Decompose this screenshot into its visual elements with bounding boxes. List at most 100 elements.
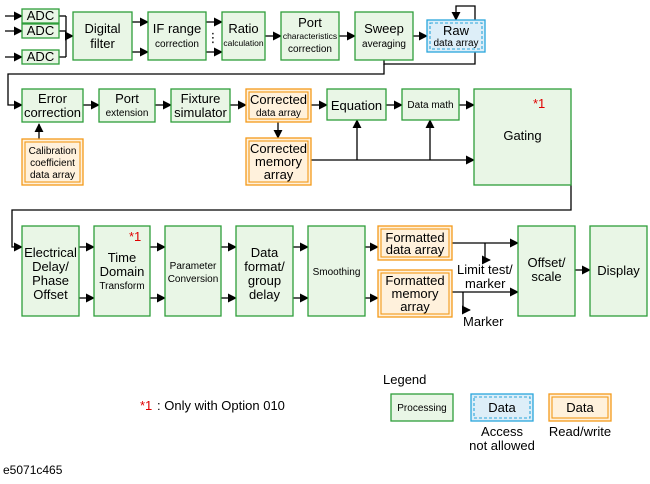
svg-text:memory: memory <box>255 154 302 169</box>
svg-text:coefficient: coefficient <box>30 158 75 169</box>
equation-block: Equation <box>326 88 387 121</box>
svg-text:Time: Time <box>108 250 136 265</box>
svg-text:array: array <box>400 299 430 314</box>
fixture-simulator-block: Fixture simulator <box>170 88 231 123</box>
if-range-correction-block: IF range correction <box>147 11 207 61</box>
offset-scale-block: Offset/ scale <box>517 225 576 317</box>
error-correction-block: Error correction <box>21 88 84 123</box>
svg-text:Equation: Equation <box>331 98 382 113</box>
svg-text:Formatted: Formatted <box>385 273 444 288</box>
svg-text:format/: format/ <box>244 259 285 274</box>
legend-processing: Processing <box>390 393 454 422</box>
svg-text:data array: data array <box>433 38 478 49</box>
svg-text:group: group <box>248 273 281 288</box>
svg-text:data array: data array <box>386 242 445 257</box>
footnote-text: : Only with Option 010 <box>157 398 285 413</box>
parameter-conversion-block: Parameter Conversion <box>164 225 222 317</box>
svg-text:simulator: simulator <box>174 105 227 120</box>
data-math-block: Data math <box>401 88 460 121</box>
port-characteristics-block: Port characteristics correction <box>280 11 340 61</box>
svg-text:Offset: Offset <box>33 287 68 302</box>
svg-text:Corrected: Corrected <box>250 92 307 107</box>
electrical-delay-block: Electrical Delay/ Phase Offset <box>21 225 80 317</box>
svg-text:Access: Access <box>481 424 523 439</box>
svg-text:Data: Data <box>488 400 516 415</box>
svg-text:Error: Error <box>38 91 68 106</box>
svg-text:Delay/: Delay/ <box>32 259 69 274</box>
ratio-calculation-block: Ratio calculation <box>221 11 266 61</box>
gating-option-note: *1 <box>533 96 545 111</box>
svg-text:data array: data array <box>30 170 75 181</box>
svg-text:Raw: Raw <box>443 23 470 38</box>
svg-text:IF range: IF range <box>153 21 201 36</box>
svg-text:calculation: calculation <box>223 38 263 48</box>
svg-text:Data math: Data math <box>407 100 453 111</box>
figure-id: e5071c465 <box>3 463 63 477</box>
svg-text:Fixture: Fixture <box>181 91 221 106</box>
svg-text:Data: Data <box>251 245 279 260</box>
adc-label-1: ADC <box>27 8 54 23</box>
svg-text:scale: scale <box>531 269 561 284</box>
svg-text:Corrected: Corrected <box>250 141 307 156</box>
svg-text:Offset/: Offset/ <box>527 255 565 270</box>
port-extension-block: Port extension <box>98 88 156 123</box>
legend-access-not-allowed: Data Access not allowed <box>469 393 535 453</box>
svg-text:Gating: Gating <box>503 128 541 143</box>
data-format-block: Data format/ group delay <box>235 225 294 317</box>
limit-test-label: Limit test/ <box>457 262 513 277</box>
marker-label: Marker <box>463 314 504 329</box>
svg-text:Display: Display <box>597 263 640 278</box>
svg-text:Phase: Phase <box>32 273 69 288</box>
svg-text:Digital: Digital <box>84 21 120 36</box>
svg-text:Parameter: Parameter <box>170 261 217 272</box>
svg-text:filter: filter <box>90 36 115 51</box>
svg-text:Ratio: Ratio <box>228 21 258 36</box>
raw-data-array-block: Raw data array <box>426 19 486 53</box>
svg-text:characteristics: characteristics <box>283 31 337 41</box>
adc-block-3: ADC <box>21 49 60 65</box>
svg-text:Port: Port <box>115 91 139 106</box>
svg-text:Smoothing: Smoothing <box>313 267 361 278</box>
adc-label-2: ADC <box>27 23 54 38</box>
svg-text:Processing: Processing <box>397 403 446 414</box>
svg-text:Transform: Transform <box>99 281 144 292</box>
svg-text:Conversion: Conversion <box>168 274 219 285</box>
corrected-data-array-block: Corrected data array <box>245 88 312 123</box>
svg-text:Port: Port <box>298 15 322 30</box>
limit-test-marker-label: marker <box>465 276 506 291</box>
svg-text:memory: memory <box>392 286 439 301</box>
svg-text:correction: correction <box>288 44 332 55</box>
corrected-memory-array-block: Corrected memory array <box>245 137 312 186</box>
adc-label-3: ADC <box>27 49 54 64</box>
legend-title: Legend <box>383 372 426 387</box>
calibration-coefficient-block: Calibration coefficient data array <box>21 138 84 186</box>
svg-text:correction: correction <box>24 105 81 120</box>
display-block: Display <box>589 225 648 317</box>
legend-read-write: Data Read/write <box>548 393 612 439</box>
ellipsis-dots: ⋮ <box>207 30 220 45</box>
svg-text:Calibration: Calibration <box>29 146 77 157</box>
svg-text:correction: correction <box>155 39 199 50</box>
adc-block-1: ADC <box>21 8 60 24</box>
connectors <box>5 5 591 315</box>
svg-text:Electrical: Electrical <box>24 245 77 260</box>
svg-text:not allowed: not allowed <box>469 438 535 453</box>
svg-text:array: array <box>264 167 294 182</box>
svg-text:extension: extension <box>106 108 149 119</box>
svg-text:Domain: Domain <box>100 264 145 279</box>
adc-block-2: ADC <box>21 23 60 39</box>
svg-text:data array: data array <box>256 108 301 119</box>
formatted-data-array-block: Formatted data array <box>377 225 453 261</box>
svg-text:Read/write: Read/write <box>549 424 611 439</box>
formatted-memory-array-block: Formatted memory array <box>377 269 453 318</box>
gating-block: Gating *1 <box>473 88 572 186</box>
svg-text:Formatted: Formatted <box>385 230 444 245</box>
sweep-averaging-block: Sweep averaging <box>354 11 414 61</box>
svg-text:averaging: averaging <box>362 39 406 50</box>
time-domain-transform-block: *1 Time Domain Transform <box>93 225 151 317</box>
digital-filter-block: Digital filter <box>72 11 133 61</box>
svg-text:delay: delay <box>249 287 281 302</box>
time-domain-option-note: *1 <box>129 229 141 244</box>
footnote-mark: *1 <box>140 398 152 413</box>
